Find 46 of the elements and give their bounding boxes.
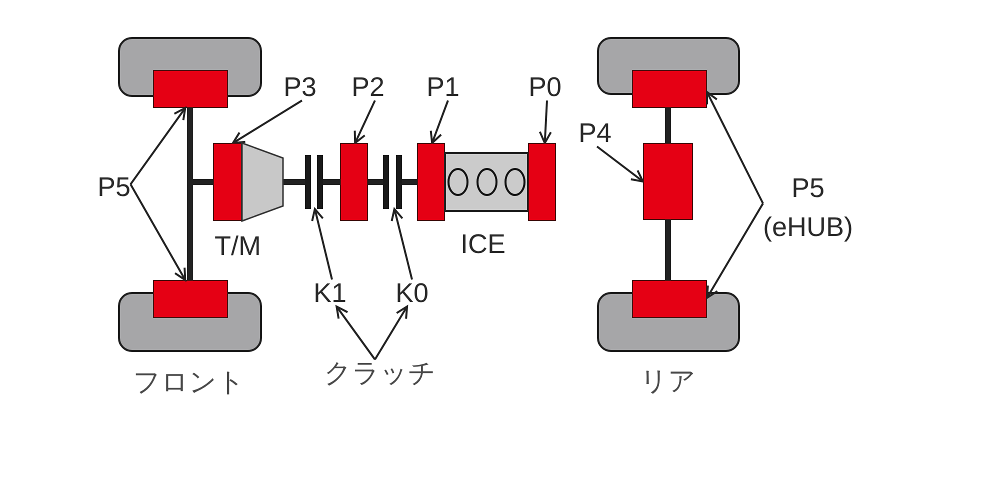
part-label: ICE: [460, 230, 506, 258]
clutch-label: K0: [396, 280, 429, 306]
leader-arrow: [430, 100, 449, 144]
leader-arrow: [232, 100, 303, 144]
drive-shaft: [402, 179, 417, 185]
leader-arrow: [706, 91, 764, 204]
hub-motor: [632, 70, 707, 108]
position-label: P5 (eHUB): [763, 169, 853, 248]
motor-generator: [643, 143, 693, 220]
motor-generator: [417, 143, 445, 221]
wheel: [118, 280, 262, 352]
position-label: P5: [98, 174, 131, 200]
drive-shaft: [665, 220, 671, 280]
leader-arrow: [706, 202, 764, 299]
clutch-caption: クラッチ: [324, 360, 436, 386]
position-label: P4: [578, 120, 612, 146]
drive-shaft: [283, 179, 305, 185]
drive-shaft: [368, 179, 383, 185]
leader-arrow: [130, 107, 186, 185]
leader-arrow: [130, 184, 186, 281]
motor-generator: [213, 143, 242, 221]
axle-label: リア: [640, 368, 696, 394]
part-label: T/M: [214, 232, 261, 260]
hub-motor: [632, 280, 707, 318]
drive-shaft: [665, 108, 671, 143]
hub-motor: [153, 70, 228, 108]
leader-arrow: [538, 100, 552, 144]
position-label: P3: [284, 74, 317, 100]
leader-arrow: [336, 306, 376, 360]
wheel: [597, 280, 740, 352]
position-label: P0: [528, 74, 562, 100]
wheel: [118, 37, 262, 108]
leader-arrow: [596, 146, 644, 182]
hub-motor: [153, 280, 228, 318]
leader-arrow: [390, 208, 413, 280]
motor-generator: [340, 143, 368, 221]
axle-label: フロント: [133, 368, 245, 396]
leader-arrow: [354, 100, 376, 144]
leader-arrow: [374, 306, 408, 360]
position-label: P1: [426, 74, 460, 100]
clutch-label: K1: [314, 280, 347, 306]
motor-generator: [528, 143, 556, 221]
leader-arrow: [311, 208, 333, 280]
drive-shaft: [323, 179, 340, 185]
wheel: [597, 37, 740, 108]
position-label: P2: [352, 74, 385, 100]
